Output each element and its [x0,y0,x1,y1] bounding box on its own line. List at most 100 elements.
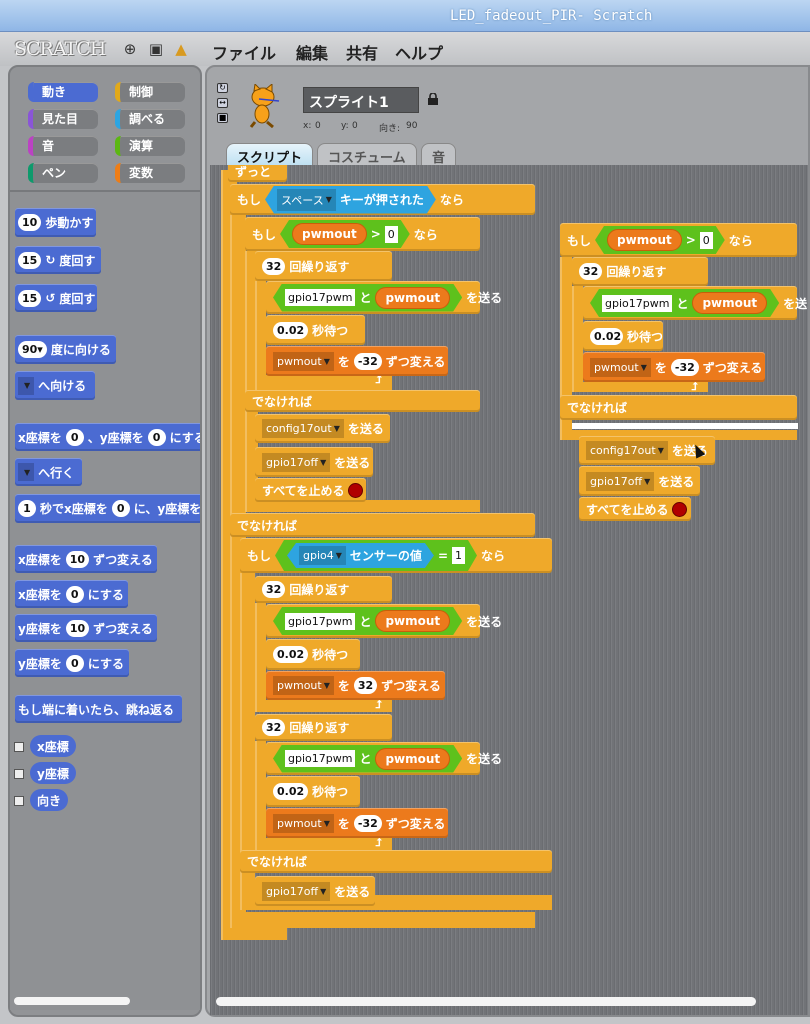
rotate-style-none-icon[interactable]: ■ [217,113,228,123]
category-4[interactable]: 音 [28,136,98,156]
tab-costumes[interactable]: コスチューム [317,143,417,166]
text-input[interactable]: gpio17pwm [285,613,355,630]
motion-reporter[interactable]: y座標 [30,762,76,784]
menu-file[interactable]: ファイル [212,44,277,63]
script-block-cfg2[interactable]: config17out▼を送る [579,436,715,465]
checkbox[interactable] [14,796,24,806]
category-1[interactable]: 制御 [115,82,185,102]
script-block-forever[interactable]: ずっと [228,165,287,182]
category-6[interactable]: ペン [28,163,98,183]
number-input[interactable]: 10 [65,619,90,637]
text-input[interactable]: gpio17pwm [602,295,672,312]
palette-block[interactable]: ▼へ向ける [15,371,95,400]
palette-block[interactable]: 15↺度回す [15,284,97,312]
number-input[interactable]: 0 [147,428,166,446]
palette-block[interactable]: 90▾度に向ける [15,335,116,364]
menu-edit[interactable]: 編集 [296,44,329,63]
dropdown[interactable]: config17out▼ [586,441,668,460]
text-input[interactable]: 1 [452,547,465,564]
number-input[interactable]: 1 [18,500,36,517]
number-input[interactable]: 0.02 [273,321,309,339]
dropdown[interactable]: ▼ [18,463,35,481]
category-5[interactable]: 演算 [115,136,185,156]
number-input[interactable]: -32 [353,352,382,370]
script-block-else1[interactable]: でなければ [230,513,535,537]
number-input[interactable]: 32 [262,257,286,275]
script-block-else3[interactable]: でなければ [240,850,552,873]
palette-block[interactable]: もし端に着いたら、跳ね返る [15,695,182,723]
number-input[interactable]: -32 [353,814,382,832]
text-input[interactable]: 0 [385,226,398,243]
dropdown[interactable]: gpio17off▼ [586,471,655,491]
dropdown[interactable]: pwmout▼ [273,813,334,833]
dropdown[interactable]: config17out▼ [262,419,344,438]
number-input[interactable]: 32 [579,263,603,280]
key-pressed-block[interactable]: スペース▼キーが押された [265,186,436,214]
rotate-style-flip-icon[interactable]: ↔ [217,98,228,108]
dropdown[interactable]: ▼ [18,376,35,395]
variable-reporter[interactable]: pwmout [375,610,450,632]
tab-scripts[interactable]: スクリプト [226,143,314,166]
dropdown[interactable]: gpio17off▼ [262,881,331,901]
script-block-cfg1[interactable]: config17out▼を送る [255,414,390,443]
rotate-style-full-icon[interactable]: ↻ [217,83,228,93]
dropdown[interactable]: pwmout▼ [273,351,334,371]
script-block-off3[interactable]: gpio17off▼を送る [579,466,700,496]
number-input[interactable]: 32 [262,719,286,736]
number-input[interactable]: 0 [65,654,84,672]
dropdown[interactable]: スペース▼ [277,189,336,211]
operator-block[interactable]: pwmout>0 [280,220,410,248]
share-icon[interactable]: ▲ [175,40,187,58]
script-block-else2[interactable]: でなければ [245,390,480,412]
category-2[interactable]: 見た目 [28,109,98,129]
checkbox[interactable] [14,742,24,752]
variable-reporter[interactable]: pwmout [375,287,450,309]
operator-block[interactable]: gpio4▼センサーの値=1 [275,540,477,571]
menu-help[interactable]: ヘルプ [395,44,444,63]
text-input[interactable]: gpio17pwm [285,750,355,767]
category-0[interactable]: 動き [28,82,98,102]
tab-sounds[interactable]: 音 [421,143,457,166]
variable-reporter[interactable]: pwmout [375,748,450,770]
variable-reporter[interactable]: pwmout [292,223,367,245]
script-block-else4[interactable]: でなければ [560,395,797,420]
text-input[interactable]: gpio17pwm [285,289,355,306]
palette-block[interactable]: ▼へ行く [15,458,82,486]
checkbox[interactable] [14,769,24,779]
number-input[interactable]: 32 [353,677,378,694]
category-7[interactable]: 変数 [115,163,185,183]
number-input[interactable]: -32 [670,358,699,376]
script-block-stop1[interactable]: すべてを止める [255,478,366,502]
lock-icon[interactable] [428,93,438,105]
number-input[interactable]: 0.02 [590,327,623,345]
script-scrollbar[interactable] [216,997,756,1006]
category-3[interactable]: 調べる [115,109,185,129]
motion-reporter[interactable]: 向き [30,789,69,811]
